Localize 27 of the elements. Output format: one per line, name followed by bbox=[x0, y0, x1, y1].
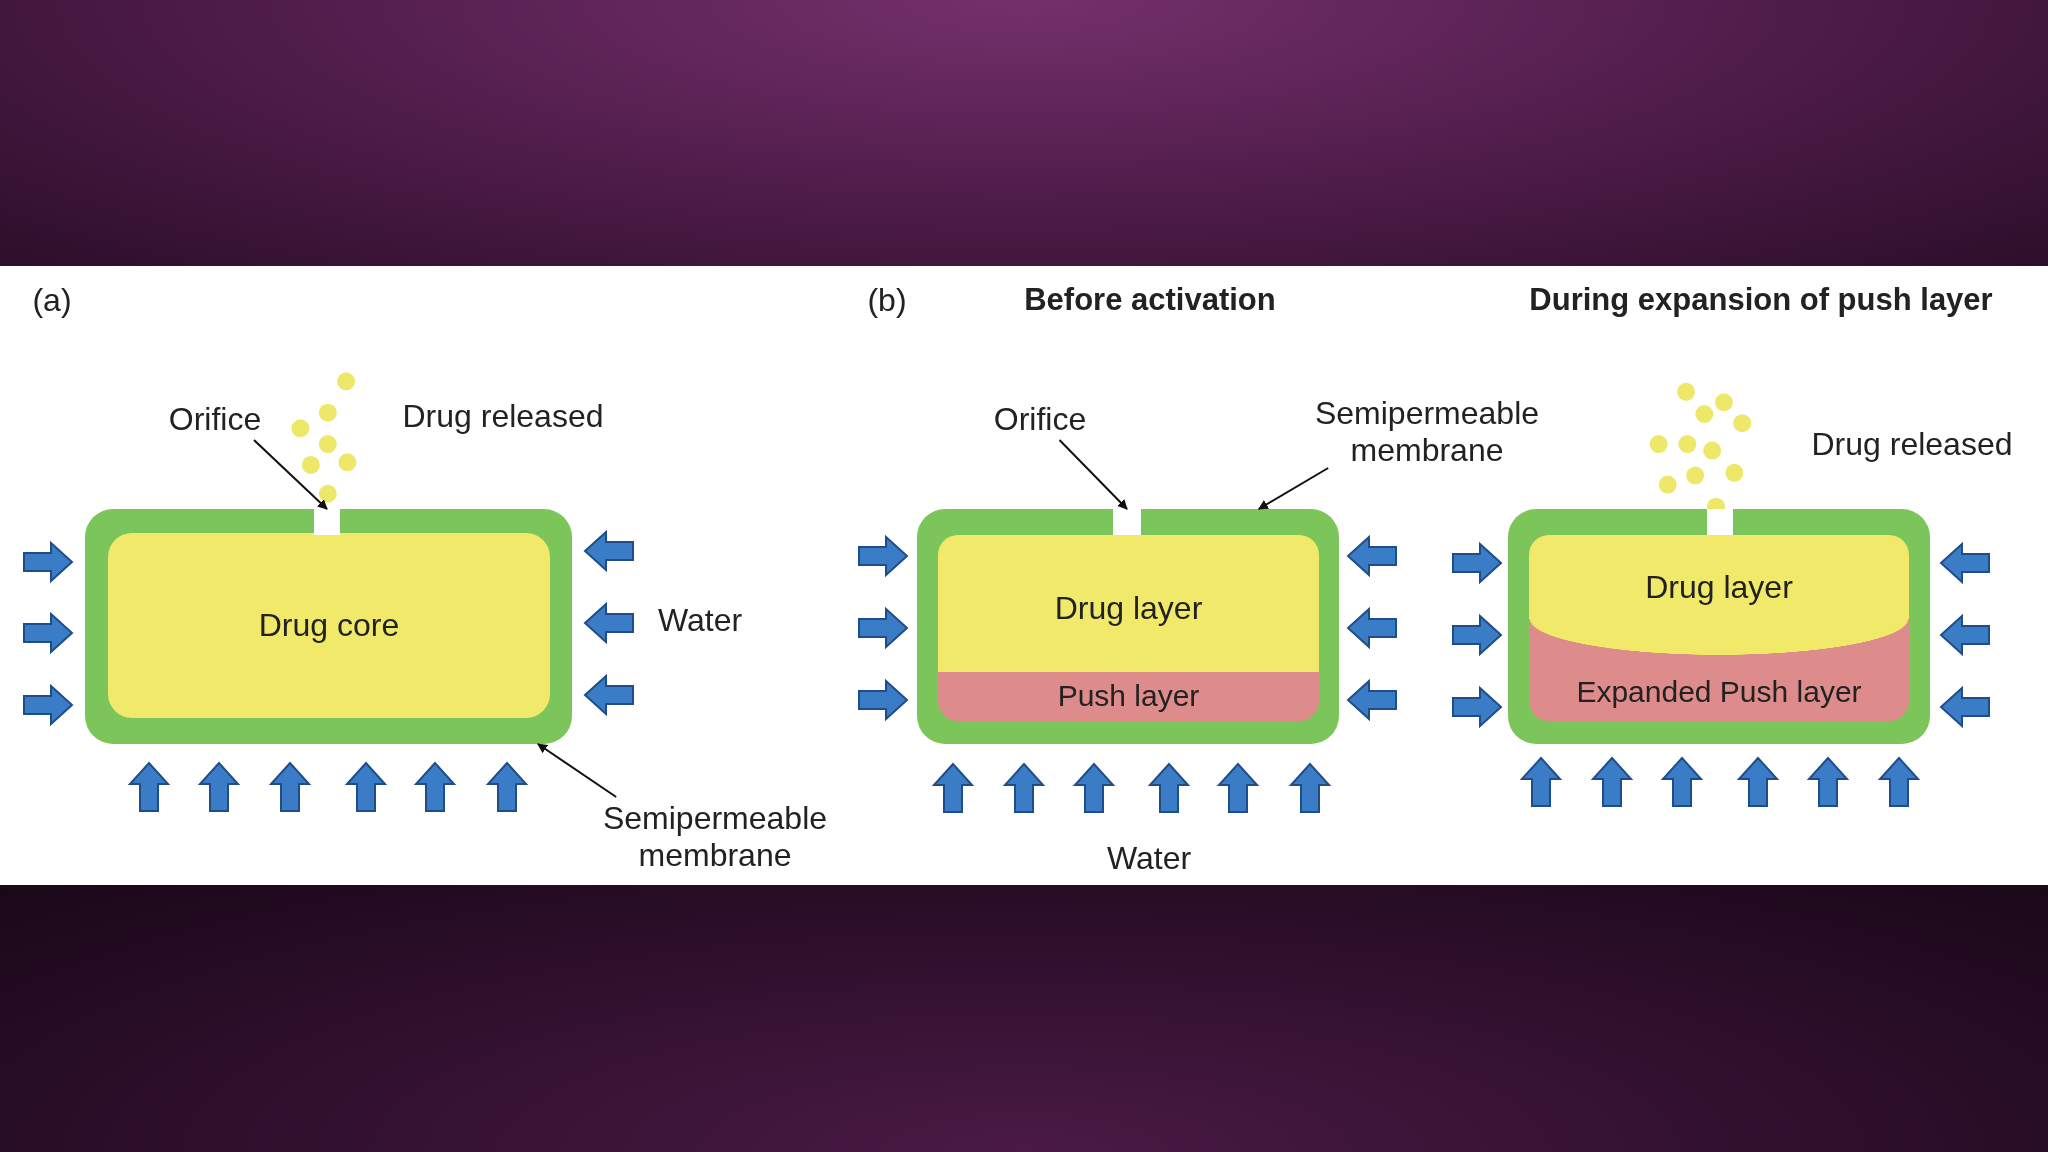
drug-core: Drug core bbox=[108, 533, 550, 718]
callout-label: Drug released bbox=[1810, 426, 2014, 463]
semipermeable-membrane bbox=[1508, 509, 1930, 744]
orifice bbox=[1113, 509, 1141, 535]
semipermeable-membrane bbox=[85, 509, 572, 744]
callout-label: Orifice bbox=[150, 398, 280, 440]
panel-title: Before activation bbox=[1023, 282, 1277, 318]
orifice bbox=[314, 509, 340, 535]
drug-layer: Drug layer bbox=[1529, 535, 1909, 619]
semipermeable-membrane bbox=[917, 509, 1339, 744]
push-layer: Expanded Push layer bbox=[1529, 619, 1909, 721]
leader-line bbox=[253, 439, 328, 510]
panel-label: (a) bbox=[31, 282, 73, 319]
push-layer: Push layer bbox=[938, 672, 1319, 721]
callout-label: Water bbox=[656, 602, 744, 639]
leader-line bbox=[1058, 439, 1128, 510]
callout-label: Semipermeable membrane bbox=[1297, 392, 1557, 472]
leader-line bbox=[536, 743, 618, 798]
panel-title: During expansion of push layer bbox=[1528, 282, 1994, 318]
callout-label: Drug released bbox=[401, 398, 605, 435]
orifice bbox=[1707, 509, 1733, 535]
callout-label: Orifice bbox=[975, 398, 1105, 440]
panel-label: (b) bbox=[866, 282, 908, 319]
leader-line bbox=[1257, 467, 1330, 510]
drug-layer: Drug layer bbox=[938, 535, 1319, 673]
callout-label: Semipermeable membrane bbox=[585, 797, 845, 877]
callout-label: Water bbox=[1105, 840, 1193, 877]
